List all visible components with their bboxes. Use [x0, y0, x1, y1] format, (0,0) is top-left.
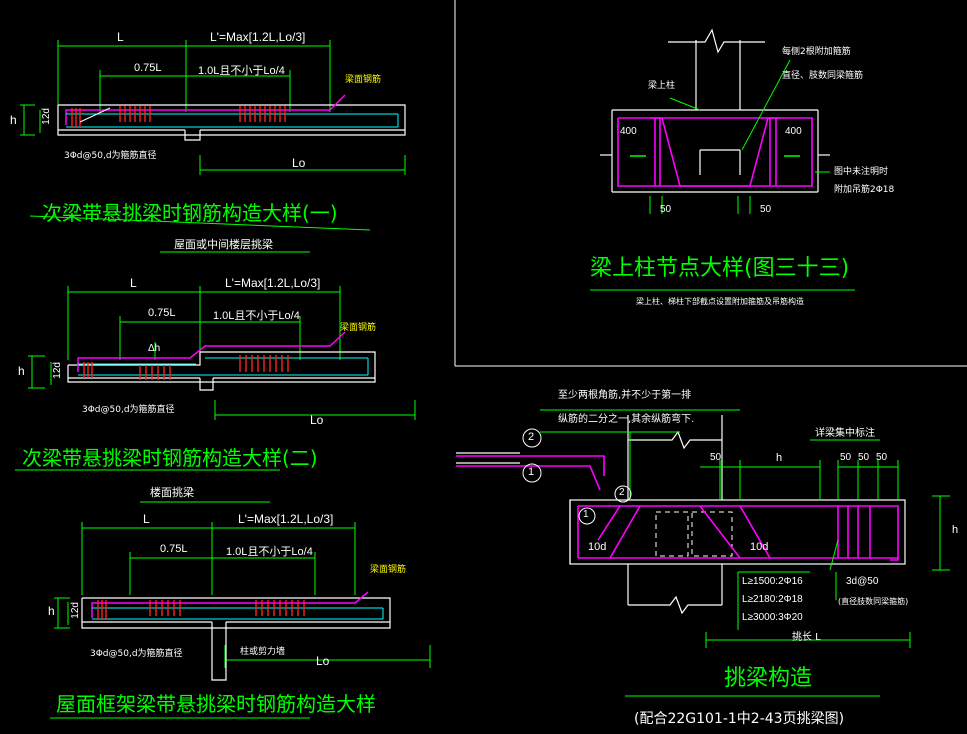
panel-4-title: 梁上柱节点大样(图三十三)	[590, 256, 850, 281]
note-3phi: 3Φd@50,d为箍筋直径	[90, 649, 183, 659]
marker-1: 1	[528, 466, 535, 478]
note-3phi: 3Φd@50,d为箍筋直径	[64, 151, 157, 161]
note-corner-bars-2: 纵筋的二分之一,其余纵筋弯下.	[558, 414, 695, 425]
note-hanger-bars: 附加吊筋2Φ18	[834, 185, 895, 195]
note-3phi: 3Φd@50,d为箍筋直径	[82, 405, 175, 415]
dim-12d: 12d	[52, 362, 63, 379]
dim-10L: 1.0L且不小于Lo/4	[198, 65, 285, 77]
dim-075L: 0.75L	[148, 307, 176, 319]
dim-10L: 1.0L且不小于Lo/4	[226, 546, 313, 558]
dim-h: h	[48, 604, 55, 618]
panel-2-drawing	[15, 286, 416, 503]
dim-L: L	[130, 276, 137, 290]
note-beam-spec: 详梁集中标注	[815, 428, 875, 439]
panel-column-on-beam-frame	[454, 0, 967, 367]
dim-h: h	[10, 113, 17, 127]
dim-50-c: 50	[858, 452, 870, 463]
label-top-rebar: 梁面钢筋	[340, 323, 377, 333]
panel-3-title: 屋面框架梁带悬挑梁时钢筋构造大样	[56, 692, 376, 716]
dim-50-d: 50	[876, 452, 888, 463]
dim-L-prime: L'=Max[1.2L,Lo/3]	[225, 276, 321, 290]
note-3d50: 3d@50	[846, 576, 879, 587]
dim-400-right: 400	[785, 126, 802, 137]
dim-50-left: 50	[660, 204, 672, 215]
dim-L-prime: L'=Max[1.2L,Lo/3]	[210, 30, 306, 44]
label-top-rebar: 梁面钢筋	[345, 75, 382, 85]
dim-075L: 0.75L	[160, 543, 188, 555]
dim-10L: 1.0L且不小于Lo/4	[213, 310, 300, 322]
label-column: 梁上柱	[648, 81, 676, 91]
dim-h-top: h	[776, 452, 783, 464]
dim-50-b: 50	[840, 452, 852, 463]
note-column: 柱或剪力墙	[240, 647, 286, 657]
spec-3000: L≥3000:3Φ20	[742, 612, 803, 623]
marker-2-inner: 2	[619, 487, 625, 498]
dim-12d: 12d	[41, 108, 52, 125]
note-3d50-sub: (直径肢数同梁箍筋)	[838, 597, 909, 606]
spec-2180: L≥2180:2Φ18	[742, 594, 803, 605]
panel-2-title: 次梁带悬挑梁时钢筋构造大样(二)	[22, 446, 318, 470]
dim-50-a: 50	[710, 452, 722, 463]
dim-Lo: Lo	[316, 654, 330, 668]
dim-L-prime: L'=Max[1.2L,Lo/3]	[238, 512, 334, 526]
panel-5-title: 挑梁构造	[724, 666, 813, 691]
dim-Lo: Lo	[292, 156, 306, 170]
dim-10d-right: 10d	[750, 541, 769, 553]
dim-075L: 0.75L	[134, 62, 162, 74]
panel-1-subtitle: 屋面或中间楼层挑梁	[174, 238, 273, 251]
dim-10d-left: 10d	[588, 541, 607, 553]
dim-Lo: Lo	[310, 413, 324, 427]
panel-1-title: 次梁带悬挑梁时钢筋构造大样(一)	[42, 201, 338, 225]
note-unmarked: 图中未注明时	[834, 167, 889, 177]
dim-span: 挑长 L	[792, 632, 821, 643]
panel-5-subtitle: (配合22G101-1中2-43页挑梁图)	[634, 711, 845, 727]
label-stirrup-spec: 直径、肢数同梁箍筋	[782, 71, 864, 81]
panel-1-drawing	[20, 40, 406, 253]
spec-1500: L≥1500:2Φ16	[742, 576, 803, 587]
dim-400-left: 400	[620, 126, 637, 137]
label-top-rebar: 梁面钢筋	[370, 565, 407, 575]
note-corner-bars-1: 至少两根角筋,并不少于第一排	[558, 390, 692, 401]
marker-2: 2	[528, 431, 535, 443]
dim-h-right: h	[952, 524, 959, 536]
dim-L: L	[117, 30, 124, 44]
dim-50-right: 50	[760, 204, 772, 215]
dim-L: L	[143, 512, 150, 526]
panel-3-drawing	[50, 522, 431, 719]
dim-12d: 12d	[70, 602, 81, 619]
panel-4-subtitle: 梁上柱、梯柱下部截点设置附加箍筋及吊筋构造	[636, 297, 804, 306]
panel-4-drawing	[590, 28, 855, 291]
panel-5-drawing	[456, 409, 950, 697]
marker-1-inner: 1	[583, 509, 589, 520]
dim-h: h	[18, 364, 25, 378]
panel-2-subtitle: 楼面挑梁	[150, 486, 194, 499]
dim-dh: Δh	[148, 343, 161, 354]
label-extra-stirrups: 每侧2根附加箍筋	[782, 47, 851, 57]
